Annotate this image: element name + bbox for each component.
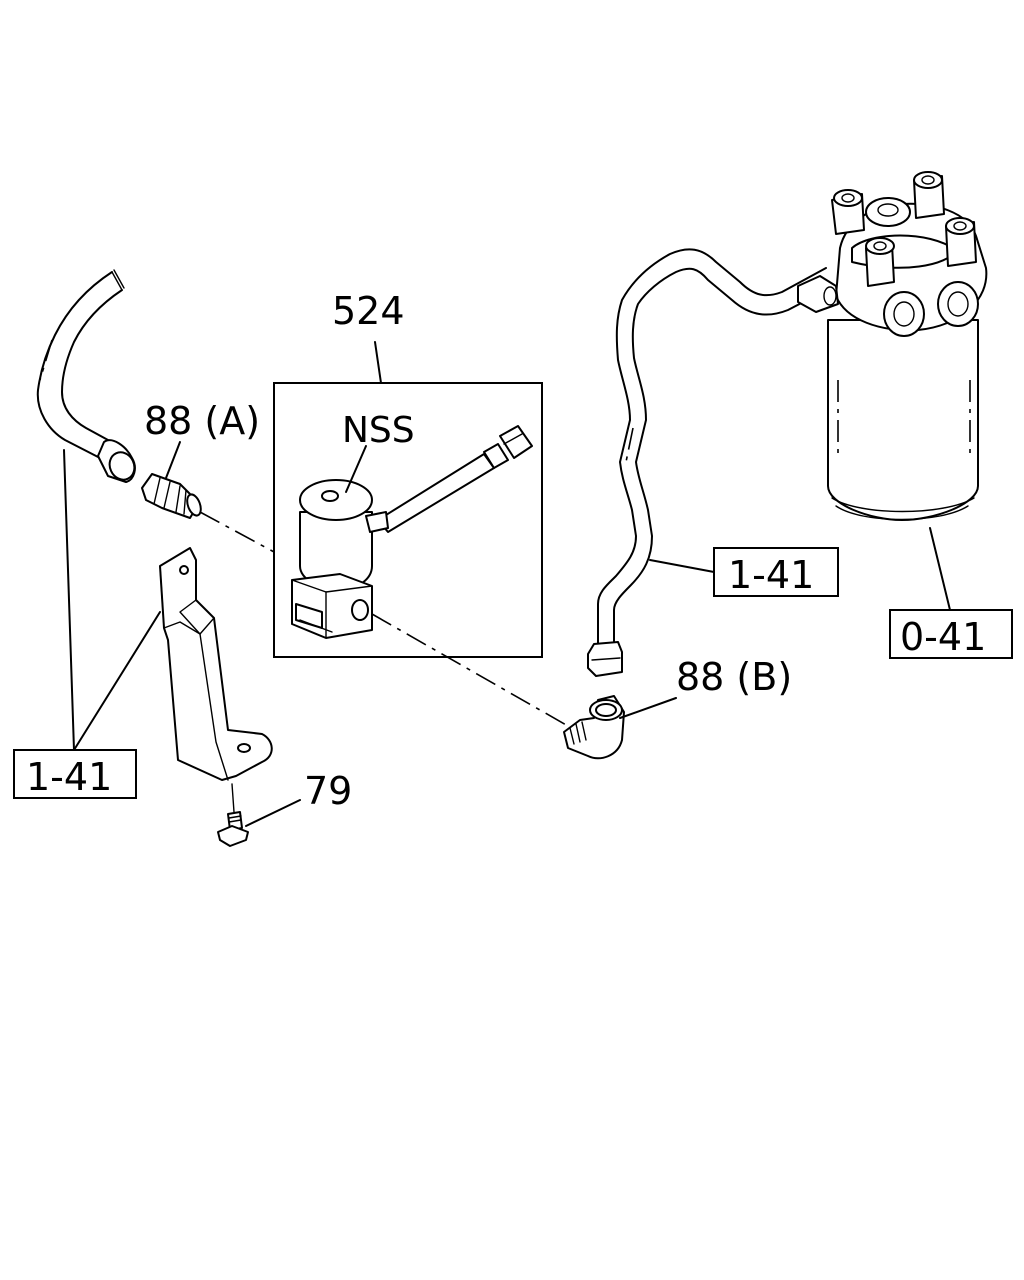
ref-box-left	[13, 749, 137, 799]
ref-right-label: 0-41	[900, 615, 986, 659]
label-88a: 88 (A)	[144, 399, 260, 443]
label-nss: NSS	[342, 410, 415, 451]
label-88b: 88 (B)	[676, 655, 792, 699]
leader-88b	[619, 697, 677, 719]
leader-filter-ref	[929, 527, 951, 611]
label-79: 79	[304, 769, 352, 813]
bolt-79	[217, 783, 249, 847]
assembly-line-88b	[371, 613, 569, 727]
left-hose-nut	[97, 439, 136, 483]
leader-left-ref-a	[63, 449, 75, 751]
fuel-pipe	[587, 248, 835, 677]
leader-79	[245, 799, 301, 827]
leader-pipe-ref	[649, 559, 715, 573]
left-fuel-hose	[36, 269, 125, 459]
elbow-88b	[563, 695, 625, 760]
nss-solenoid-valve	[291, 425, 533, 639]
label-group-524: 524	[332, 289, 405, 333]
ref-mid-label: 1-41	[728, 553, 814, 597]
ref-box-mid	[713, 547, 839, 597]
leader-88a	[165, 441, 181, 479]
leader-left-ref-b	[73, 611, 161, 751]
mounting-bracket	[159, 547, 273, 781]
ref-box-right	[889, 609, 1013, 659]
ref-left-label: 1-41	[26, 755, 112, 799]
leader-nss	[345, 445, 367, 493]
connector-88a	[141, 473, 202, 519]
fuel-filter	[797, 171, 988, 521]
